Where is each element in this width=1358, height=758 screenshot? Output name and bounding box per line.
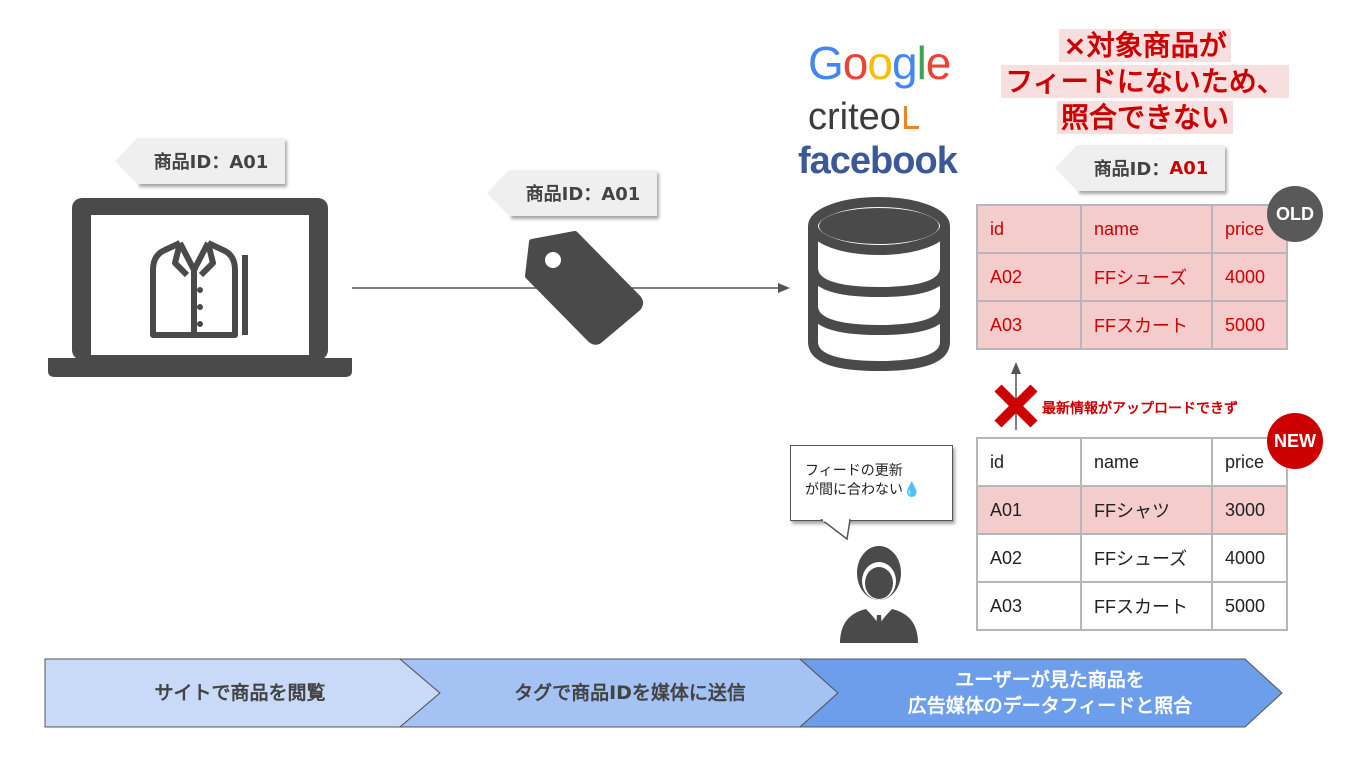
table-cell: A02 bbox=[976, 252, 1082, 302]
product-id-tag-sent: 商品ID：A01 bbox=[487, 170, 657, 216]
warning-line: ×対象商品が bbox=[1059, 29, 1231, 62]
sweat-drop-icon: 💧 bbox=[903, 482, 921, 498]
table-cell: FFスカート bbox=[1080, 300, 1213, 350]
table-cell: id bbox=[976, 204, 1082, 254]
table-cell: name bbox=[1080, 437, 1213, 487]
table-cell: 3000 bbox=[1211, 485, 1288, 535]
step-send: タグで商品IDを媒体に送信 bbox=[430, 659, 830, 727]
table-cell: FFシャツ bbox=[1080, 485, 1213, 535]
table-cell: A03 bbox=[976, 300, 1082, 350]
criteo-text: criteo bbox=[808, 96, 901, 138]
criteo-logo: criteo bbox=[808, 96, 919, 139]
facebook-logo: facebook bbox=[798, 140, 958, 182]
step-label: ユーザーが見た商品を bbox=[955, 669, 1145, 691]
table-cell: 5000 bbox=[1211, 581, 1288, 631]
step-browse: サイトで商品を閲覧 bbox=[45, 659, 435, 727]
tag-text: 商品ID：A01 bbox=[153, 152, 269, 173]
table-cell: A03 bbox=[976, 581, 1082, 631]
price-tag-icon bbox=[525, 231, 643, 345]
bubble-line: フィードの更新 bbox=[805, 463, 903, 479]
bubble-tail bbox=[820, 519, 851, 541]
tag-prefix: 商品ID： bbox=[1093, 159, 1170, 180]
shirt-icon bbox=[150, 240, 248, 338]
table-cell: name bbox=[1080, 204, 1213, 254]
step-label: サイトで商品を閲覧 bbox=[154, 682, 326, 704]
new-badge: NEW bbox=[1267, 413, 1323, 469]
warning-message: ×対象商品が フィードにないため、 照合できない bbox=[990, 28, 1300, 136]
upload-error-text: 最新情報がアップロードできず bbox=[1042, 401, 1238, 417]
table-cell: 5000 bbox=[1211, 300, 1288, 350]
speech-bubble: フィードの更新 が間に合わない💧 bbox=[790, 445, 953, 521]
database-icon bbox=[808, 197, 950, 372]
step-label: タグで商品IDを媒体に送信 bbox=[514, 682, 746, 704]
google-logo: Google bbox=[808, 37, 951, 89]
person-icon bbox=[840, 546, 918, 643]
x-mark-icon bbox=[994, 384, 1038, 428]
table-cell: FFシューズ bbox=[1080, 252, 1213, 302]
laptop-icon bbox=[48, 198, 352, 377]
warning-line: フィードにないため、 bbox=[1001, 65, 1289, 98]
product-id-tag-media: 商品ID：A01 bbox=[1055, 145, 1225, 191]
table-cell: A02 bbox=[976, 533, 1082, 583]
blocked-upload-arrow bbox=[994, 362, 1038, 430]
step-match: ユーザーが見た商品を広告媒体のデータフィードと照合 bbox=[830, 659, 1270, 727]
table-cell: A01 bbox=[976, 485, 1082, 535]
warning-line: 照合できない bbox=[1056, 101, 1233, 134]
process-arrows bbox=[44, 658, 1283, 728]
product-id-tag-site: 商品ID：A01 bbox=[115, 138, 285, 184]
table-cell: 4000 bbox=[1211, 252, 1288, 302]
table-cell: FFスカート bbox=[1080, 581, 1213, 631]
table-cell: id bbox=[976, 437, 1082, 487]
tag-id: A01 bbox=[1169, 157, 1209, 179]
old-badge: OLD bbox=[1267, 186, 1323, 242]
step-label: 広告媒体のデータフィードと照合 bbox=[907, 695, 1193, 717]
table-cell: FFシューズ bbox=[1080, 533, 1213, 583]
table-cell: 4000 bbox=[1211, 533, 1288, 583]
bubble-line: が間に合わない bbox=[805, 482, 903, 498]
tag-text: 商品ID：A01 bbox=[525, 184, 641, 205]
